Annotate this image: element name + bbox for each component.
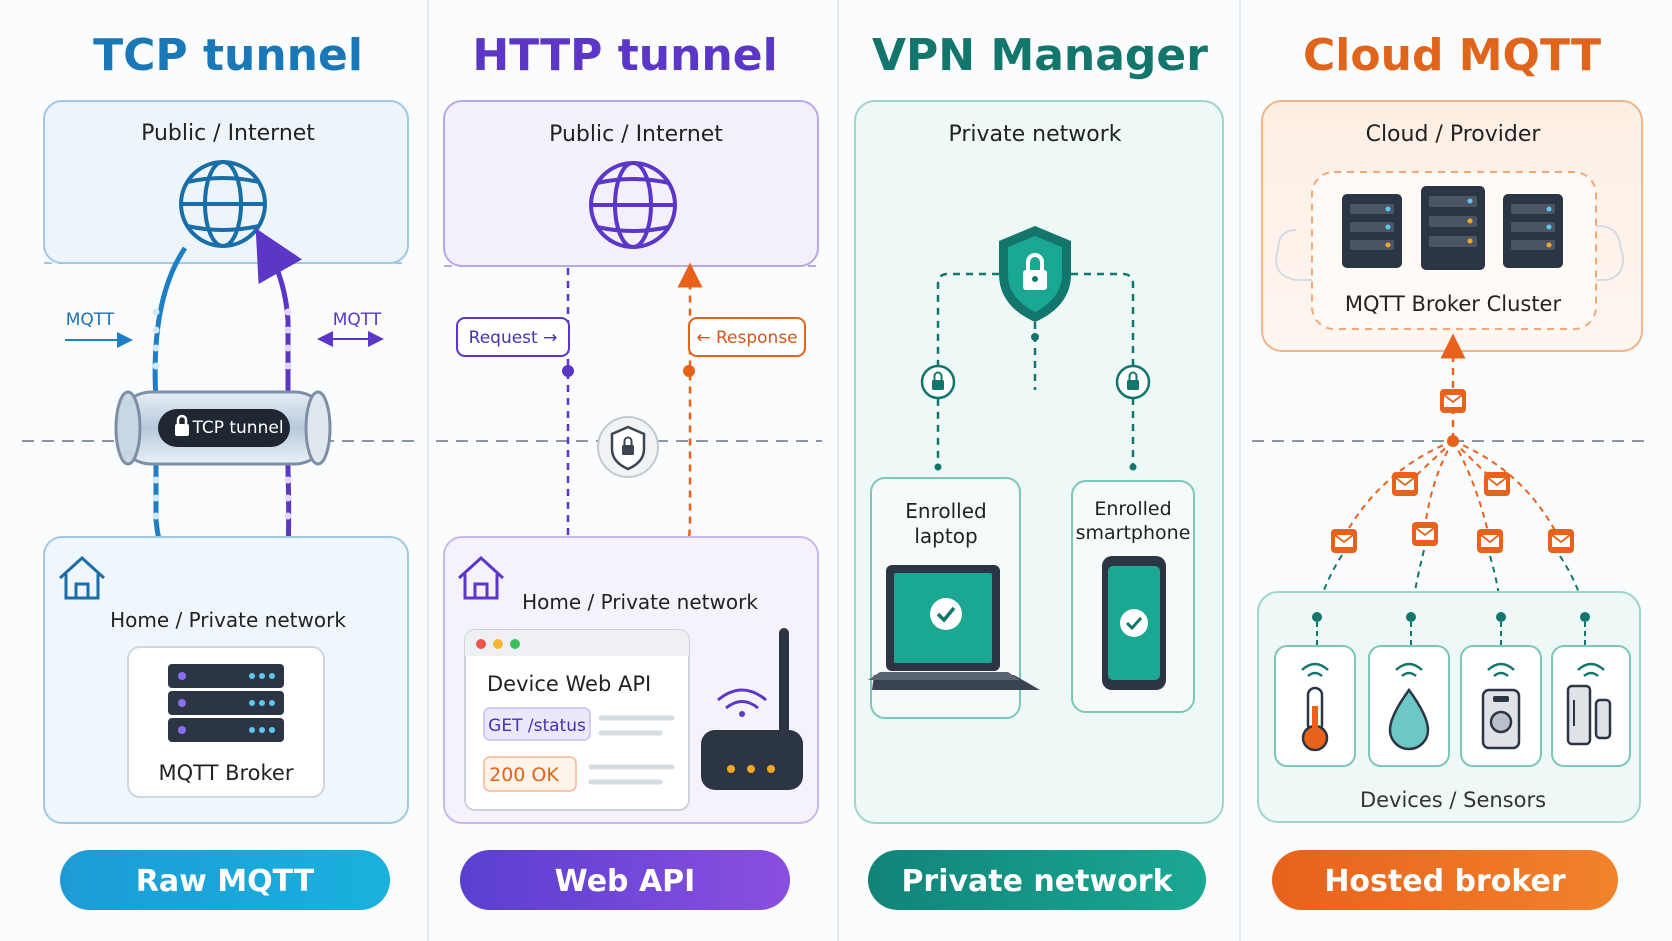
http-response-arrow bbox=[671, 262, 703, 572]
vpn-pill bbox=[868, 850, 1206, 910]
server-icon bbox=[168, 664, 284, 742]
http-title: HTTP tunnel bbox=[472, 30, 777, 81]
phone-label-line1: Enrolled bbox=[1094, 498, 1171, 520]
smartphone-icon bbox=[1102, 556, 1166, 690]
globe-icon bbox=[179, 160, 267, 248]
envelope-icon bbox=[1440, 389, 1466, 413]
cloud-fanout-lines bbox=[1341, 440, 1561, 541]
http-pill bbox=[460, 850, 790, 910]
cloud-pill bbox=[1272, 850, 1618, 910]
tcp-right-arrow-label: MQTT bbox=[333, 310, 382, 330]
house-icon bbox=[457, 555, 505, 600]
api-request-label: GET /status bbox=[488, 716, 586, 736]
server-icon bbox=[1342, 194, 1402, 268]
envelope-icon bbox=[1548, 529, 1574, 553]
cloud-column: Cloud MQTT Cloud / Provider MQTT Broker … bbox=[1257, 30, 1643, 910]
globe-icon bbox=[589, 161, 677, 249]
house-icon bbox=[58, 555, 106, 600]
device-web-api-title: Device Web API bbox=[487, 672, 651, 696]
server-icon bbox=[1503, 194, 1563, 268]
http-response-label: ← Response bbox=[696, 328, 797, 348]
camera-sensor-card bbox=[1460, 645, 1542, 767]
vpn-pill-label: Private network bbox=[901, 864, 1173, 899]
lock-icon bbox=[920, 364, 956, 400]
vpn-zone-label: Private network bbox=[948, 122, 1121, 147]
device-web-api-window: Device Web API GET /status 200 OK bbox=[464, 629, 690, 811]
tcp-pill-label: Raw MQTT bbox=[136, 864, 315, 899]
laptop-label-line1: Enrolled bbox=[905, 499, 986, 523]
thermometer-sensor-card bbox=[1274, 645, 1356, 767]
http-home-zone-label: Home / Private network bbox=[522, 590, 758, 614]
http-request-label: Request → bbox=[469, 328, 558, 348]
shield-lock-icon bbox=[999, 226, 1071, 322]
tcp-left-arrow-label: MQTT bbox=[66, 310, 115, 330]
envelope-icon bbox=[1477, 529, 1503, 553]
envelope-icon bbox=[1392, 472, 1418, 496]
phone-label-line2: smartphone bbox=[1076, 522, 1191, 544]
http-public-zone-label: Public / Internet bbox=[549, 122, 723, 147]
envelope-icon bbox=[1484, 472, 1510, 496]
lock-icon bbox=[1115, 364, 1151, 400]
laptop-icon bbox=[868, 565, 1040, 690]
tcp-home-zone-label: Home / Private network bbox=[110, 608, 346, 632]
vpn-title: VPN Manager bbox=[872, 30, 1208, 81]
tcp-public-zone-label: Public / Internet bbox=[141, 121, 315, 146]
tcp-tunnel-tube: TCP tunnel bbox=[114, 390, 332, 466]
laptop-label-line2: laptop bbox=[914, 524, 977, 548]
tcp-pill bbox=[60, 850, 390, 910]
http-column: HTTP tunnel Public / Internet Request → … bbox=[443, 30, 819, 910]
vpn-column: VPN Manager Private network Enrolled bbox=[854, 30, 1224, 910]
cloud-pill-label: Hosted broker bbox=[1324, 864, 1566, 899]
cloud-zone-label: Cloud / Provider bbox=[1366, 122, 1542, 147]
thermometer-icon bbox=[1301, 686, 1329, 752]
envelope-icon bbox=[1331, 529, 1357, 553]
droplet-icon bbox=[1388, 687, 1430, 751]
server-icon bbox=[1421, 186, 1485, 270]
broker-cluster-label: MQTT Broker Cluster bbox=[1345, 292, 1562, 316]
api-response-label: 200 OK bbox=[489, 764, 559, 786]
vpn-link-laptop bbox=[936, 272, 999, 470]
tcp-title: TCP tunnel bbox=[93, 30, 363, 81]
door-sensor-card bbox=[1551, 645, 1631, 767]
cloud-title: Cloud MQTT bbox=[1303, 30, 1601, 81]
devices-zone-label: Devices / Sensors bbox=[1360, 788, 1546, 812]
humidity-sensor-card bbox=[1368, 645, 1450, 767]
shield-lock-icon bbox=[597, 416, 659, 478]
camera-icon bbox=[1481, 688, 1521, 750]
router-icon bbox=[701, 628, 803, 790]
envelope-icon bbox=[1412, 522, 1438, 546]
tcp-tunnel-label: TCP tunnel bbox=[191, 418, 283, 438]
door-sensor-icon bbox=[1566, 684, 1612, 746]
vpn-link-phone bbox=[1071, 272, 1135, 470]
mqtt-broker-label: MQTT Broker bbox=[158, 761, 293, 785]
tcp-column: TCP tunnel Public / Internet MQTT MQTT bbox=[43, 30, 409, 910]
http-request-tag bbox=[456, 317, 570, 357]
lock-icon bbox=[175, 414, 189, 436]
http-pill-label: Web API bbox=[555, 864, 696, 899]
http-response-tag bbox=[688, 317, 806, 357]
